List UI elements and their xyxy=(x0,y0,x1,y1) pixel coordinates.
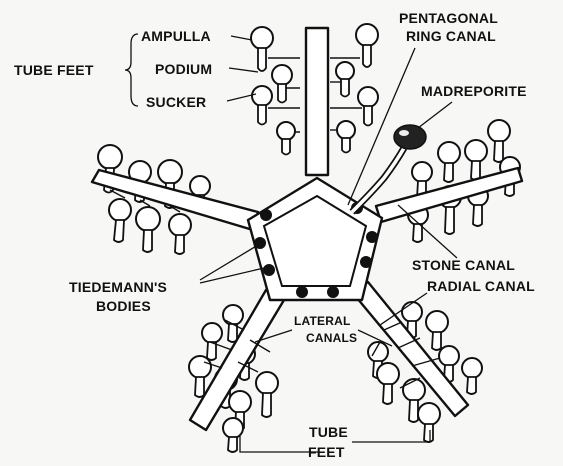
label-tube-feet-bottom-line1: TUBE xyxy=(309,424,348,440)
label-tiedemann-line1: TIEDEMANN'S xyxy=(69,279,167,295)
label-tube-feet-top: TUBE FEET xyxy=(14,62,94,78)
tiedemann-body xyxy=(254,237,266,249)
tiedemann-body xyxy=(360,256,372,268)
label-tube-feet-bottom-line2: FEET xyxy=(308,444,345,460)
label-lateral-line2: CANALS xyxy=(306,331,357,345)
tiedemann-body xyxy=(260,209,272,221)
madreporite xyxy=(394,125,426,149)
label-madreporite: MADREPORITE xyxy=(421,83,527,99)
tiedemann-body xyxy=(366,231,378,243)
label-pentagonal-line1: PENTAGONAL xyxy=(399,10,498,26)
label-tiedemann-line2: BODIES xyxy=(96,298,151,314)
radial-canal-top xyxy=(306,28,328,175)
pentagonal-ring-canal xyxy=(248,178,382,300)
label-podium: PODIUM xyxy=(155,61,212,77)
label-sucker: SUCKER xyxy=(146,94,206,110)
tiedemann-body xyxy=(263,264,275,276)
label-lateral-line1: LATERAL xyxy=(294,314,351,328)
label-pentagonal-line2: RING CANAL xyxy=(406,28,496,44)
label-ampulla: AMPULLA xyxy=(141,28,211,44)
label-radial-canal: RADIAL CANAL xyxy=(427,278,535,294)
tiedemann-body xyxy=(327,286,339,298)
tiedemann-body xyxy=(296,286,308,298)
label-stone-canal: STONE CANAL xyxy=(412,257,515,273)
